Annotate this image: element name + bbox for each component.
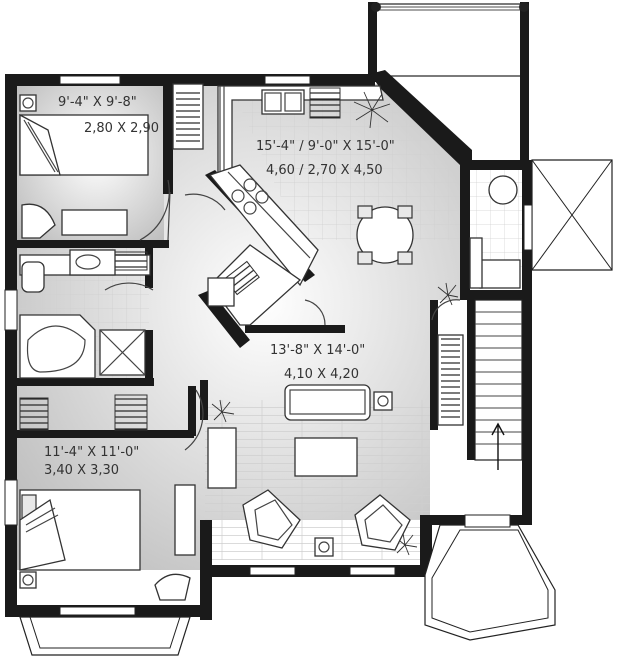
room-label-bedroom-top: 9'-4" X 9'-8" 2,80 X 2,90 <box>58 95 159 136</box>
closet <box>437 334 464 426</box>
room-dimension-imperial: 11'-4" X 11'-0" <box>44 445 139 460</box>
bedroom-top-furniture <box>19 83 204 239</box>
bathroom <box>19 249 151 431</box>
entry-canopy <box>531 159 613 271</box>
room-dimension-metric: 4,60 / 2,70 X 4,50 <box>266 163 383 178</box>
room-dimension-imperial: 15'-4" / 9'-0" X 15'-0" <box>256 139 395 154</box>
room-dimension-imperial: 13'-8" X 14'-0" <box>270 343 365 358</box>
bedroom-bottom-furniture <box>19 484 196 601</box>
bay-window-right <box>424 514 556 641</box>
doors <box>104 179 461 451</box>
dining <box>356 175 521 289</box>
stairs <box>474 299 523 470</box>
windows <box>4 75 533 616</box>
balcony <box>368 2 529 162</box>
room-label-living: 13'-8" X 14'-0" 4,10 X 4,20 <box>270 343 365 382</box>
room-dimension-metric: 4,10 X 4,20 <box>284 367 359 382</box>
room-label-kitchen-dining: 15'-4" / 9'-0" X 15'-0" 4,60 / 2,70 X 4,… <box>256 139 395 178</box>
room-dimension-imperial: 9'-4" X 9'-8" <box>58 95 137 110</box>
room-label-bedroom-bottom: 11'-4" X 11'-0" 3,40 X 3,30 <box>44 445 139 478</box>
room-dimension-metric: 2,80 X 2,90 <box>84 121 159 136</box>
room-dimension-metric: 3,40 X 3,30 <box>44 463 119 478</box>
bay-window-bottom-left <box>19 616 191 656</box>
kitchen <box>207 85 384 326</box>
living-furniture <box>207 384 411 557</box>
